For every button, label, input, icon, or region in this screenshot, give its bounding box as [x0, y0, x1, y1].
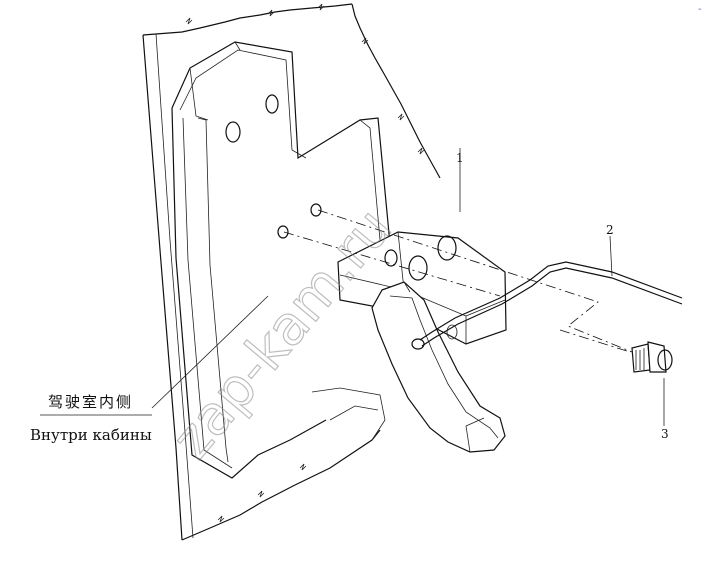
fastener-bolt [631, 341, 673, 373]
handle-bracket [337, 231, 507, 345]
callout-3: 3 [661, 427, 669, 441]
label-inside-cab-cn: 驾驶室内侧 [48, 393, 133, 411]
callout-1: 1 [456, 151, 464, 165]
mounting-holes [225, 94, 322, 239]
inner-frame [171, 41, 393, 479]
pull-handle [371, 281, 506, 453]
label-inside-cab-ru: Внутри кабины [30, 426, 152, 444]
corner-mark: - [698, 4, 702, 15]
callout-2: 2 [606, 223, 614, 237]
door-panel [142, 3, 441, 541]
leader-lines [40, 148, 665, 426]
center-lines [283, 209, 633, 353]
